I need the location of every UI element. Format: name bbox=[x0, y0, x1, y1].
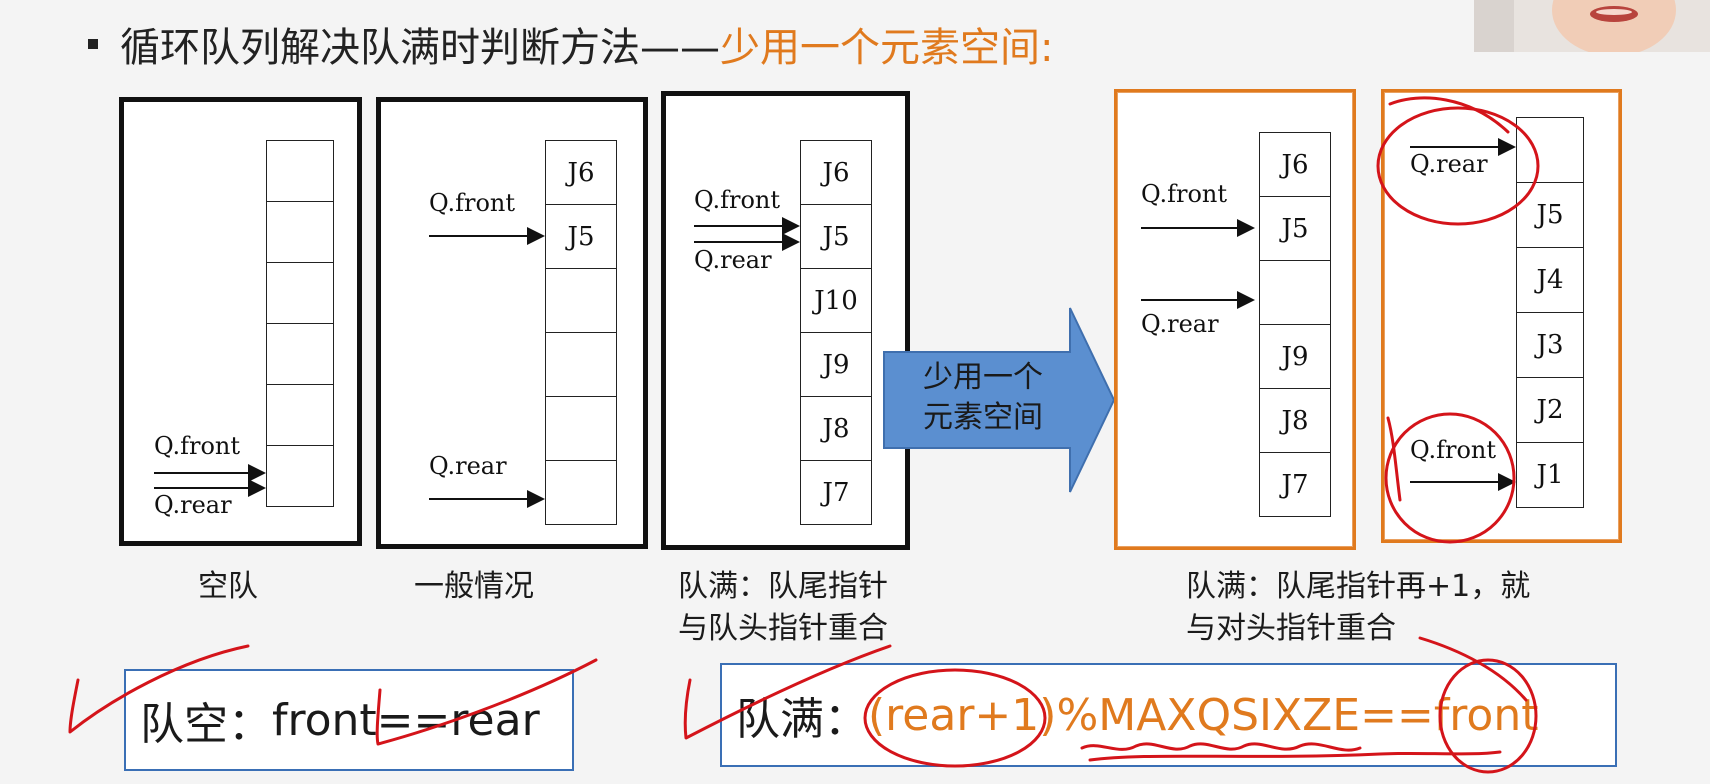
title-bullet bbox=[88, 39, 98, 49]
queue-cell: J10 bbox=[800, 268, 872, 333]
slide-title: 循环队列解决队满时判断方法—— 少用一个元素空间: bbox=[88, 14, 1053, 74]
rear-pointer-label: Q.rear bbox=[429, 452, 507, 480]
transition-label-line2: 元素空间 bbox=[923, 400, 1043, 435]
queue-cell bbox=[545, 268, 617, 333]
queue-cell: J5 bbox=[545, 204, 617, 269]
pointer-arrows bbox=[429, 227, 545, 508]
queue-cell bbox=[1259, 260, 1331, 325]
formula-full-expression: (rear+1)%MAXQSIXZE==front bbox=[868, 689, 1539, 741]
queue-cell: J6 bbox=[545, 140, 617, 205]
panel-full-one-empty-2: J5 J4 J3 J2 J1 Q.rear Q.front bbox=[1381, 89, 1622, 543]
queue-cell bbox=[266, 445, 334, 507]
pointer-arrows bbox=[1410, 138, 1516, 491]
queue-cell bbox=[266, 201, 334, 263]
panel-full-one-empty: J6 J5 J9 J8 J7 Q.front Q.rear bbox=[1114, 89, 1356, 550]
pointer-arrows bbox=[154, 464, 266, 497]
queue-cell: J5 bbox=[800, 204, 872, 269]
title-highlight: 少用一个元素空间: bbox=[720, 25, 1054, 71]
caption-full-overlap: 队满：队尾指针 与队头指针重合 bbox=[678, 566, 888, 650]
queue-cell: J7 bbox=[1259, 452, 1331, 517]
rear-pointer-label: Q.rear bbox=[1141, 310, 1219, 338]
queue-cell: J7 bbox=[800, 460, 872, 525]
formula-empty-box: 队空： front==rear bbox=[124, 669, 574, 771]
transition-arrow: 少用一个 元素空间 bbox=[882, 300, 1117, 500]
formula-empty-label: 队空： bbox=[140, 699, 272, 750]
queue-cell: J9 bbox=[800, 332, 872, 397]
queue-cell: J9 bbox=[1259, 324, 1331, 389]
queue-cell: J5 bbox=[1259, 196, 1331, 261]
pointer-arrows bbox=[1141, 219, 1255, 309]
queue-cell: J8 bbox=[1259, 388, 1331, 453]
pointer-arrows bbox=[694, 217, 800, 251]
queue-cell bbox=[545, 396, 617, 461]
panel-empty-queue: Q.front Q.rear bbox=[119, 97, 362, 546]
presenter-webcam bbox=[1474, 0, 1710, 52]
queue-cell: J6 bbox=[1259, 132, 1331, 197]
queue-cell bbox=[545, 460, 617, 525]
panel-full-overlap: J6 J5 J10 J9 J8 J7 Q.front Q.rear bbox=[661, 91, 910, 550]
queue-cell bbox=[266, 262, 334, 324]
panel-general-case: J6 J5 Q.front Q.rear bbox=[376, 97, 648, 549]
rear-pointer-label: Q.rear bbox=[694, 246, 772, 274]
queue-cell bbox=[266, 384, 334, 446]
caption-full-overlap-line2: 与队头指针重合 bbox=[678, 611, 888, 646]
caption-general: 一般情况 bbox=[414, 569, 534, 604]
queue-cell: J8 bbox=[800, 396, 872, 461]
formula-empty-expression: front==rear bbox=[272, 694, 540, 746]
queue-cell: J3 bbox=[1516, 312, 1584, 378]
front-pointer-label: Q.front bbox=[429, 189, 516, 217]
rear-pointer-label: Q.rear bbox=[154, 491, 232, 519]
title-main: 循环队列解决队满时判断方法—— bbox=[120, 25, 720, 71]
queue-cell: J1 bbox=[1516, 442, 1584, 508]
caption-full-one-empty-line2: 与对头指针重合 bbox=[1186, 611, 1396, 646]
front-pointer-label: Q.front bbox=[154, 432, 241, 460]
front-pointer-label: Q.front bbox=[694, 186, 781, 214]
caption-full-one-empty-line1: 队满：队尾指针再+1，就 bbox=[1186, 569, 1531, 604]
transition-label: 少用一个 元素空间 bbox=[900, 358, 1066, 438]
transition-label-line1: 少用一个 bbox=[923, 360, 1043, 395]
caption-empty: 空队 bbox=[198, 569, 258, 604]
caption-full-overlap-line1: 队满：队尾指针 bbox=[678, 569, 888, 604]
front-pointer-label: Q.front bbox=[1141, 180, 1228, 208]
formula-full-label: 队满： bbox=[736, 694, 868, 745]
formula-full-box: 队满： (rear+1)%MAXQSIXZE==front bbox=[720, 663, 1617, 767]
caption-full-one-empty: 队满：队尾指针再+1，就 与对头指针重合 bbox=[1186, 566, 1530, 650]
